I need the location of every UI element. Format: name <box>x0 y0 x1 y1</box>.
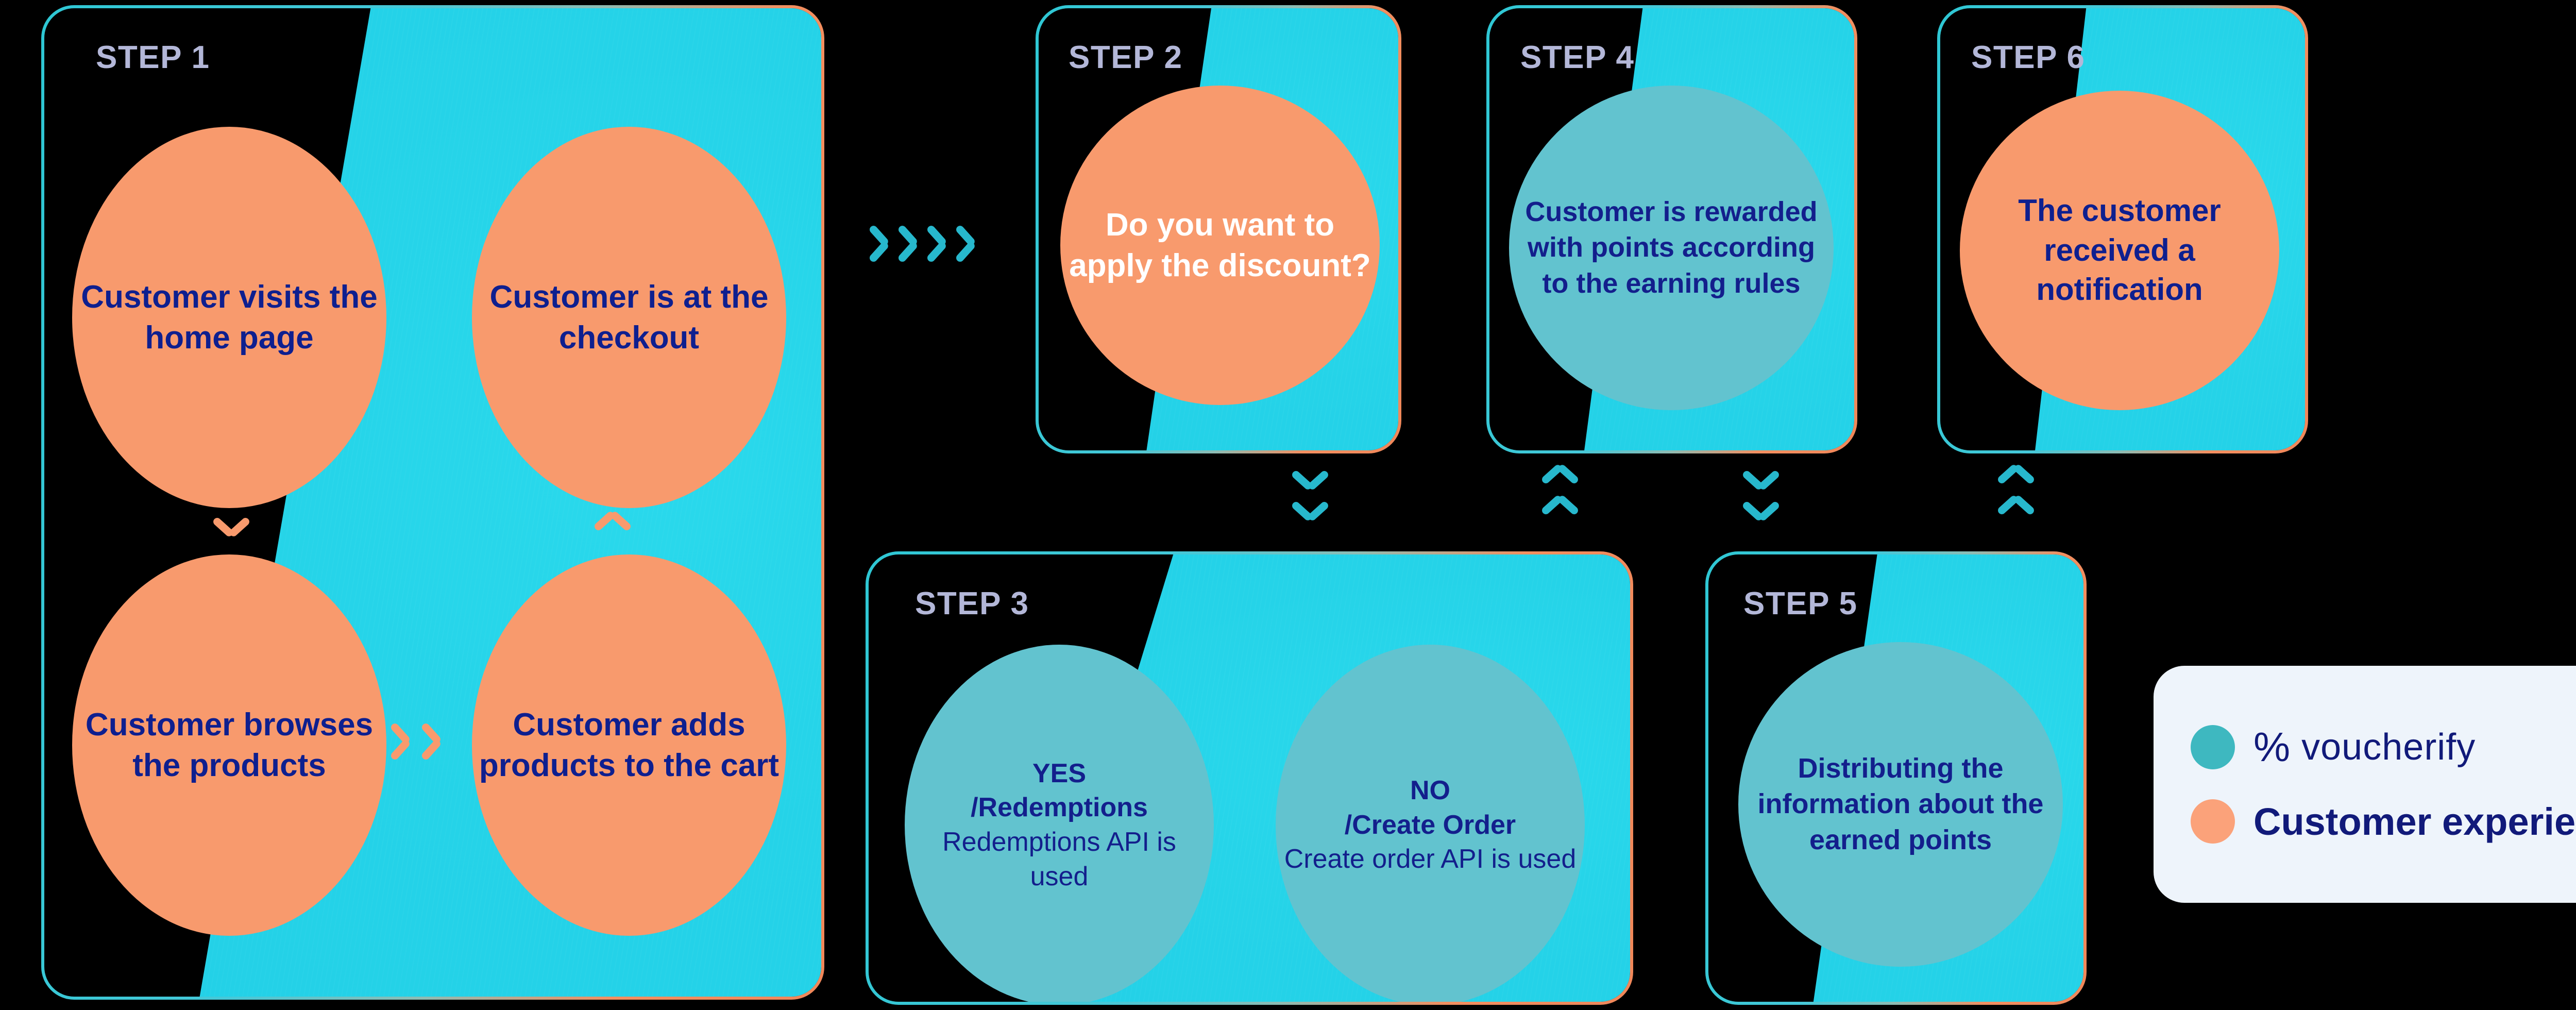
legend-item-voucherify: % voucherify <box>2191 725 2576 769</box>
step-2-card-inner: STEP 2 Do you want to apply the discount… <box>1039 8 1398 450</box>
step-6-card: STEP 6 The customer received a notificat… <box>1937 5 2308 453</box>
bubble-customer-browses-products-text: Customer browses the products <box>85 706 374 783</box>
bubble-no-create-order-text: Create order API is used <box>1284 844 1577 874</box>
bubble-customer-adds-products-text: Customer adds products to the cart <box>479 706 779 783</box>
bubble-yes-redemptions-subheading: /Redemptions <box>971 793 1148 823</box>
step-5-card-inner: STEP 5 Distributing the information abou… <box>1708 554 2083 1002</box>
bubble-distributing-information: Distributing the information about the e… <box>1738 642 2063 967</box>
chevron-down-icon <box>1293 466 1327 488</box>
chevron-right-icon <box>377 725 398 759</box>
step-3-label: STEP 3 <box>915 586 1029 621</box>
step-1-card: STEP 1 Customer visits the home page Cus… <box>41 5 824 1000</box>
step-2-card: STEP 2 Do you want to apply the discount… <box>1036 5 1401 453</box>
step-4-card: STEP 4 Customer is rewarded with points … <box>1486 5 1857 453</box>
legend-panel: % voucherify Customer experience <box>2154 666 2576 903</box>
step-6-label: STEP 6 <box>1971 40 2086 75</box>
voucherify-wordmark: voucherify <box>2301 727 2476 768</box>
step-6-card-inner: STEP 6 The customer received a notificat… <box>1940 8 2305 450</box>
bubble-customer-visits-home: Customer visits the home page <box>72 127 386 508</box>
legend-item-customer-experience: Customer experience <box>2191 799 2576 844</box>
chevron-down-icon <box>1293 497 1327 519</box>
bubble-customer-at-checkout-text: Customer is at the checkout <box>489 279 769 356</box>
chevron-down-icon <box>1744 466 1778 488</box>
step-3-card: STEP 3 YES /Redemptions Redemptions API … <box>866 551 1633 1005</box>
bubble-customer-rewarded-points-text: Customer is rewarded with points accordi… <box>1525 196 1818 299</box>
chevron-up-icon <box>1543 497 1577 519</box>
chevron-right-icon <box>913 227 935 261</box>
legend-teal-dot-icon <box>2191 725 2235 769</box>
bubble-apply-discount-question-text: Do you want to apply the discount? <box>1069 207 1371 283</box>
bubble-distributing-information-text: Distributing the information about the e… <box>1757 753 2044 855</box>
step-2-label: STEP 2 <box>1069 40 1183 75</box>
chevron-down-icon <box>214 482 248 504</box>
bubble-customer-rewarded-points: Customer is rewarded with points accordi… <box>1509 86 1834 410</box>
connector-step1-home-to-browse <box>214 482 248 535</box>
chevron-up-icon <box>1999 497 2033 519</box>
bubble-customer-received-notification: The customer received a notification <box>1960 91 2279 410</box>
connector-step1-browse-to-cart <box>377 725 429 759</box>
connector-step1-to-step2 <box>855 227 963 261</box>
step-4-label: STEP 4 <box>1520 40 1635 75</box>
bubble-no-create-order-content: NO /Create Order Create order API is use… <box>1279 773 1582 877</box>
bubble-customer-browses-products: Customer browses the products <box>72 554 386 936</box>
chevron-right-icon <box>884 227 906 261</box>
legend-voucherify-text: % voucherify <box>2253 726 2476 768</box>
step-4-card-inner: STEP 4 Customer is rewarded with points … <box>1489 8 1854 450</box>
chevron-down-icon <box>214 513 248 535</box>
bubble-yes-redemptions-content: YES /Redemptions Redemptions API is used <box>905 756 1214 894</box>
bubble-customer-visits-home-text: Customer visits the home page <box>81 279 378 356</box>
connector-step4-to-step5 <box>1744 466 1778 519</box>
chevron-right-icon <box>855 227 877 261</box>
bubble-customer-received-notification-text: The customer received a notification <box>2018 193 2221 307</box>
connector-step1-cart-to-checkout <box>596 482 630 535</box>
bubble-customer-adds-products: Customer adds products to the cart <box>472 554 786 936</box>
chevron-down-icon <box>1744 497 1778 519</box>
bubble-yes-redemptions: YES /Redemptions Redemptions API is used <box>905 645 1214 1002</box>
chevron-right-icon <box>408 725 429 759</box>
step-1-card-inner: STEP 1 Customer visits the home page Cus… <box>44 8 821 997</box>
bubble-no-create-order: NO /Create Order Create order API is use… <box>1276 645 1585 1002</box>
percent-icon: % <box>2253 724 2291 770</box>
step-1-label: STEP 1 <box>96 40 210 75</box>
step-3-card-inner: STEP 3 YES /Redemptions Redemptions API … <box>869 554 1630 1002</box>
bubble-yes-redemptions-heading: YES <box>1032 758 1087 788</box>
legend-customer-experience-label: Customer experience <box>2253 800 2576 843</box>
step-5-label: STEP 5 <box>1743 586 1858 621</box>
bubble-no-create-order-heading: NO <box>1410 776 1450 806</box>
bubble-apply-discount-question: Do you want to apply the discount? <box>1060 86 1380 405</box>
connector-step2-to-step3 <box>1293 466 1327 519</box>
chevron-up-icon <box>596 482 630 504</box>
bubble-no-create-order-subheading: /Create Order <box>1344 810 1516 840</box>
legend-orange-dot-icon <box>2191 799 2235 844</box>
bubble-yes-redemptions-text: Redemptions API is used <box>942 827 1176 891</box>
step-5-card: STEP 5 Distributing the information abou… <box>1705 551 2087 1005</box>
bubble-customer-at-checkout: Customer is at the checkout <box>472 127 786 508</box>
chevron-right-icon <box>942 227 963 261</box>
connector-step3-to-step4 <box>1543 466 1577 519</box>
chevron-up-icon <box>1543 466 1577 488</box>
connector-step5-to-step6 <box>1999 466 2033 519</box>
chevron-up-icon <box>1999 466 2033 488</box>
chevron-up-icon <box>596 513 630 535</box>
